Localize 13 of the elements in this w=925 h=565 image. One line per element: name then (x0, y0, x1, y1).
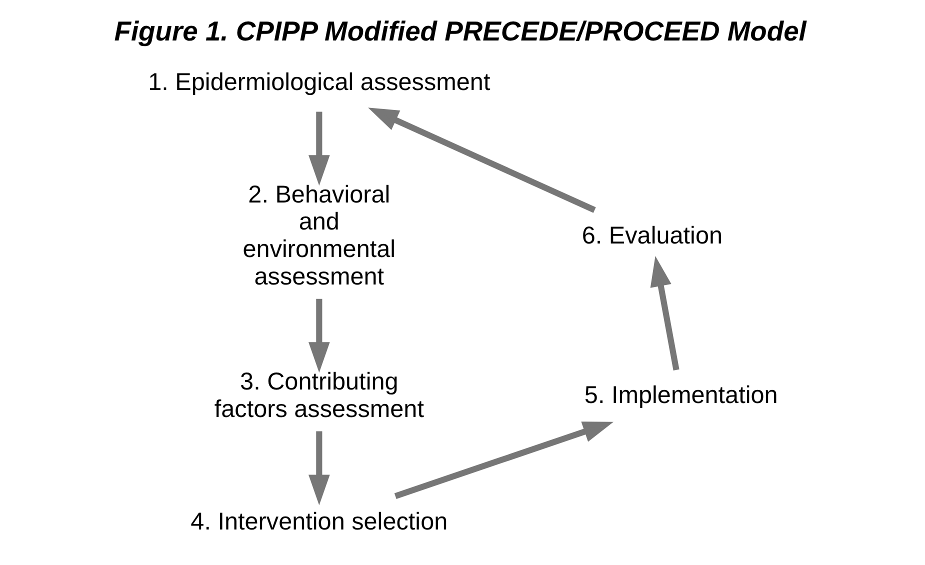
node-text: 6. Evaluation (582, 222, 723, 250)
node-text: 2. Behavioral and environmental assessment (242, 181, 396, 290)
node-text: 5. Implementation (584, 382, 778, 410)
arrow (650, 256, 680, 370)
arrow (308, 112, 330, 186)
node-text: 1. Epidermiological assessment (148, 68, 490, 96)
diagram-title: Figure 1. CPIPP Modified PRECEDE/PROCEED Model (114, 16, 806, 47)
arrow (308, 298, 330, 373)
arrow (368, 108, 596, 213)
node-text: 4. Intervention selection (190, 508, 448, 536)
node-text: 3. Contributing factors assessment (214, 368, 424, 423)
arrow (308, 431, 330, 506)
arrow (394, 422, 614, 499)
